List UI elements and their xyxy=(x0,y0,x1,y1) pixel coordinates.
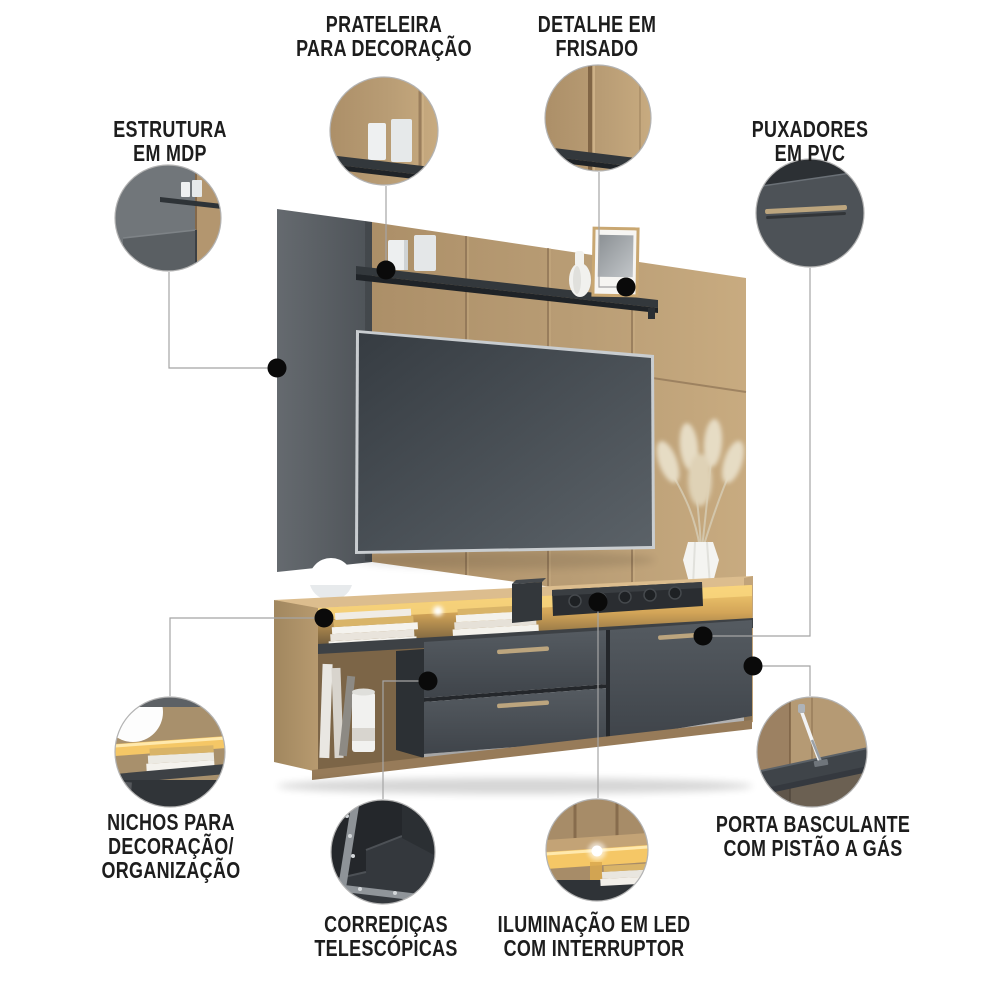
callout-label-prateleira: PRATELEIRA PARA DECORAÇÃO xyxy=(296,12,472,60)
label-line: PRATELEIRA xyxy=(325,11,443,37)
tv-screen xyxy=(358,333,652,551)
label-line: PARA DECORAÇÃO xyxy=(296,35,472,61)
label-line: DECORAÇÃO/ xyxy=(108,833,234,859)
callout-view-puxadores xyxy=(756,159,864,267)
label-line: NICHOS PARA xyxy=(107,809,235,835)
dried-plant xyxy=(656,419,744,587)
label-line: FRISADO xyxy=(555,35,639,61)
callout-view-nichos xyxy=(115,697,225,807)
callout-view-detalhe xyxy=(545,65,651,171)
callout-label-detalhe: DETALHE EM FRISADO xyxy=(538,12,656,60)
wall-shelf xyxy=(356,266,658,308)
callout-circle-corredicas xyxy=(330,799,436,905)
callout-circle-borders xyxy=(114,64,868,905)
callout-dot-puxadores xyxy=(693,626,713,646)
cabinet-left-side xyxy=(274,600,318,772)
connector-dots xyxy=(267,260,763,691)
callout-circle-prateleira xyxy=(329,76,439,186)
niche-canister xyxy=(352,688,375,752)
label-line: TELESCÓPICAS xyxy=(314,935,458,961)
callout-label-puxadores: PUXADORES EM PVC xyxy=(752,117,868,165)
label-line: COM PISTÃO A GÁS xyxy=(723,835,903,861)
callout-label-porta: PORTA BASCULANTE COM PISTÃO A GÁS xyxy=(716,812,910,860)
callout-view-porta xyxy=(757,697,867,807)
callout-dot-porta xyxy=(743,656,763,676)
book-stack-left xyxy=(328,608,419,649)
shelf-bracket xyxy=(648,308,655,319)
connector-nichos xyxy=(169,617,316,696)
connector-detalhe xyxy=(598,172,618,288)
decor-cups xyxy=(388,235,436,271)
label-line: EM PVC xyxy=(774,140,846,166)
callout-dot-iluminacao xyxy=(588,592,608,612)
tv-panel-unit xyxy=(274,209,753,794)
connector-estrutura xyxy=(168,272,270,369)
niche-books xyxy=(319,663,356,759)
tv-stand-cabinet xyxy=(274,576,753,794)
callout-label-corredicas: CORREDIÇAS TELESCÓPICAS xyxy=(314,912,457,960)
callout-dot-detalhe xyxy=(616,277,636,297)
mdp-back-panel xyxy=(277,209,372,572)
soundbar xyxy=(552,582,703,616)
drawer-bottom-handle xyxy=(497,700,549,709)
drawer-bottom xyxy=(424,688,608,754)
cabinet-base xyxy=(312,720,752,780)
floor-shadow xyxy=(277,778,753,794)
label-line: ESTRUTURA xyxy=(113,116,227,142)
callout-circle-nichos xyxy=(114,696,226,808)
label-line: COM INTERRUPTOR xyxy=(503,935,685,961)
callout-dot-estrutura xyxy=(267,358,287,378)
callout-dot-prateleira xyxy=(376,260,396,280)
callout-circle-iluminacao xyxy=(545,798,649,902)
drawer-top-handle xyxy=(497,646,549,655)
callout-circle-porta xyxy=(756,696,868,808)
sphere-lamp xyxy=(309,558,353,602)
label-line: DETALHE EM xyxy=(537,11,657,37)
label-line: ILUMINAÇÃO EM LED xyxy=(497,911,691,937)
connector-porta xyxy=(761,665,811,696)
callout-circle-puxadores xyxy=(755,158,865,268)
label-line: PUXADORES xyxy=(751,116,869,142)
connector-puxadores xyxy=(711,268,811,637)
door-seam xyxy=(606,630,610,740)
callout-label-nichos: NICHOS PARA DECORAÇÃO/ ORGANIZAÇÃO xyxy=(102,810,241,882)
drawer-gap xyxy=(424,684,608,702)
callout-circle-estrutura xyxy=(114,164,222,272)
callout-dot-nichos xyxy=(314,608,334,628)
label-line: EM MDP xyxy=(133,140,207,166)
drawer-top xyxy=(424,630,608,698)
door-handle xyxy=(658,632,702,640)
drawer-box-side xyxy=(396,649,424,758)
label-line: CORREDIÇAS xyxy=(324,911,448,937)
tv-shadow xyxy=(355,551,655,569)
label-line: PORTA BASCULANTE xyxy=(715,811,911,837)
connector-corredicas xyxy=(382,680,420,799)
label-line: ORGANIZAÇÃO xyxy=(101,857,241,883)
wall-shelf-underside xyxy=(356,274,658,313)
led-point xyxy=(433,606,443,616)
connector-lines xyxy=(168,172,811,799)
callout-view-iluminacao xyxy=(546,799,648,901)
decor-vase-small xyxy=(569,251,591,297)
callout-label-iluminacao: ILUMINAÇÃO EM LED COM INTERRUPTOR xyxy=(498,912,691,960)
flip-door xyxy=(610,620,752,740)
callout-label-estrutura: ESTRUTURA EM MDP xyxy=(113,117,226,165)
callout-dot-corredicas xyxy=(418,671,438,691)
decor-box xyxy=(512,578,546,623)
callout-circle-detalhe xyxy=(544,64,652,172)
